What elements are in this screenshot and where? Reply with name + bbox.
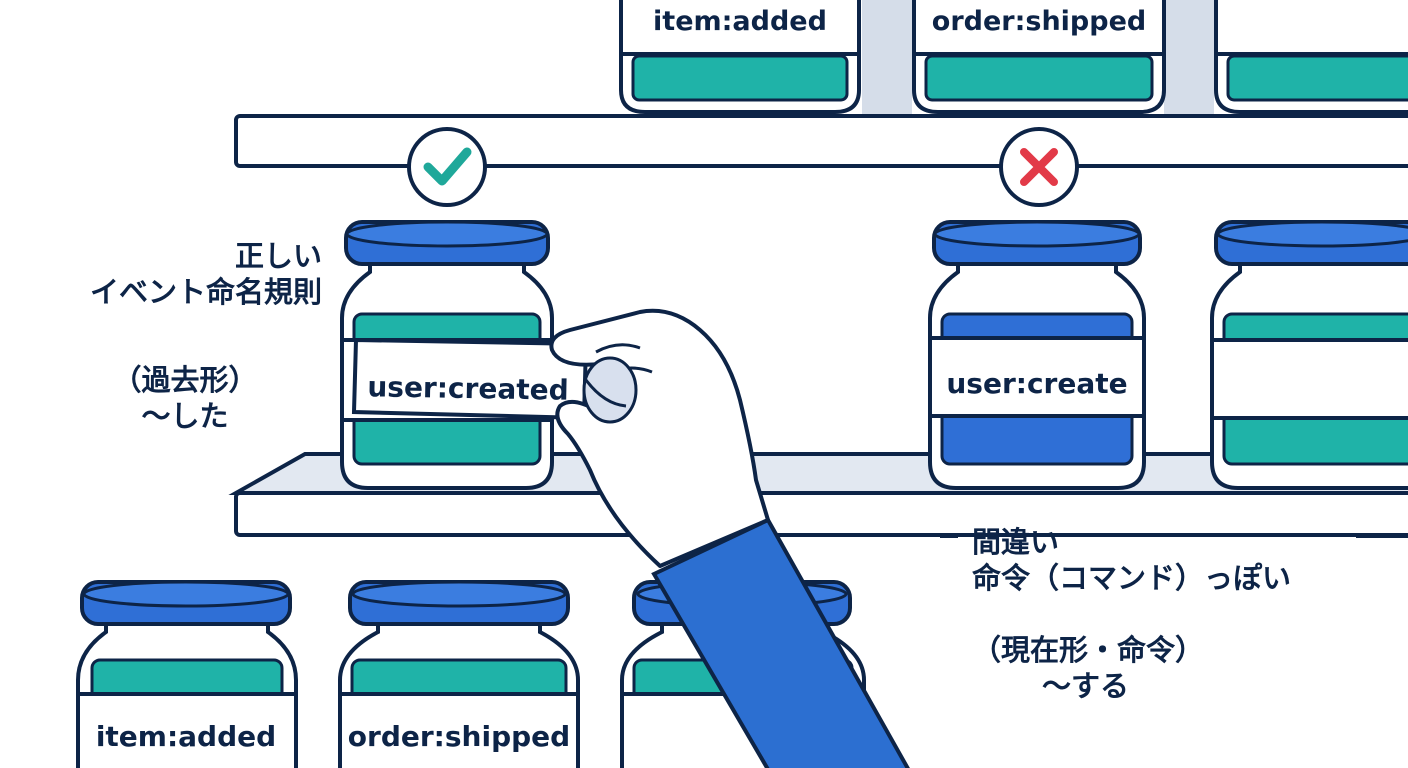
wrong-example: 〜する xyxy=(1042,669,1130,703)
lower-shelf-front xyxy=(234,491,1408,537)
correct-description: イベント命名規則 xyxy=(89,275,322,309)
wrong-description: 命令（コマンド）っぽい xyxy=(972,561,1292,595)
jar-label: order:shipped xyxy=(932,6,1146,37)
jar-top-order-shipped: order:shipped xyxy=(912,0,1166,114)
jar-right xyxy=(1210,220,1408,490)
correct-tense: （過去形） xyxy=(112,363,258,397)
shelf-support xyxy=(1164,0,1214,116)
jar-top-item-added: item:added xyxy=(619,0,861,114)
jar-bottom-order-shipped: order:shipped xyxy=(338,580,580,768)
check-icon xyxy=(423,147,472,186)
jar-label: user:create xyxy=(946,367,1127,400)
correct-annotation-sub: （過去形） 〜した xyxy=(60,362,310,434)
correct-example: 〜した xyxy=(141,399,229,433)
wrong-heading: 間違い xyxy=(972,525,1060,559)
upper-shelf xyxy=(234,114,1408,168)
shelf-support xyxy=(862,0,912,116)
jar-user-create: user:create xyxy=(928,220,1146,490)
label-user-created: user:created xyxy=(351,337,589,421)
correct-annotation-title: 正しい イベント命名規則 xyxy=(52,238,322,310)
correct-heading: 正しい xyxy=(234,239,322,273)
wrong-annotation-sub: （現在形・命令） 〜する xyxy=(972,632,1252,704)
wrong-tense: （現在形・命令） xyxy=(972,633,1205,667)
jar-label: item:added xyxy=(653,6,827,37)
cross-icon xyxy=(1020,148,1058,186)
hand xyxy=(549,308,770,568)
wrong-annotation-title: 間違い 命令（コマンド）っぽい xyxy=(972,524,1392,596)
jar-top-right xyxy=(1214,0,1408,114)
cross-badge xyxy=(999,127,1079,207)
jar-label: user:created xyxy=(367,370,569,407)
jar-label: item:added xyxy=(96,720,276,753)
check-badge xyxy=(407,127,487,207)
jar-label: order:shipped xyxy=(348,720,570,753)
jar-bottom-item-added: item:added xyxy=(76,580,298,768)
